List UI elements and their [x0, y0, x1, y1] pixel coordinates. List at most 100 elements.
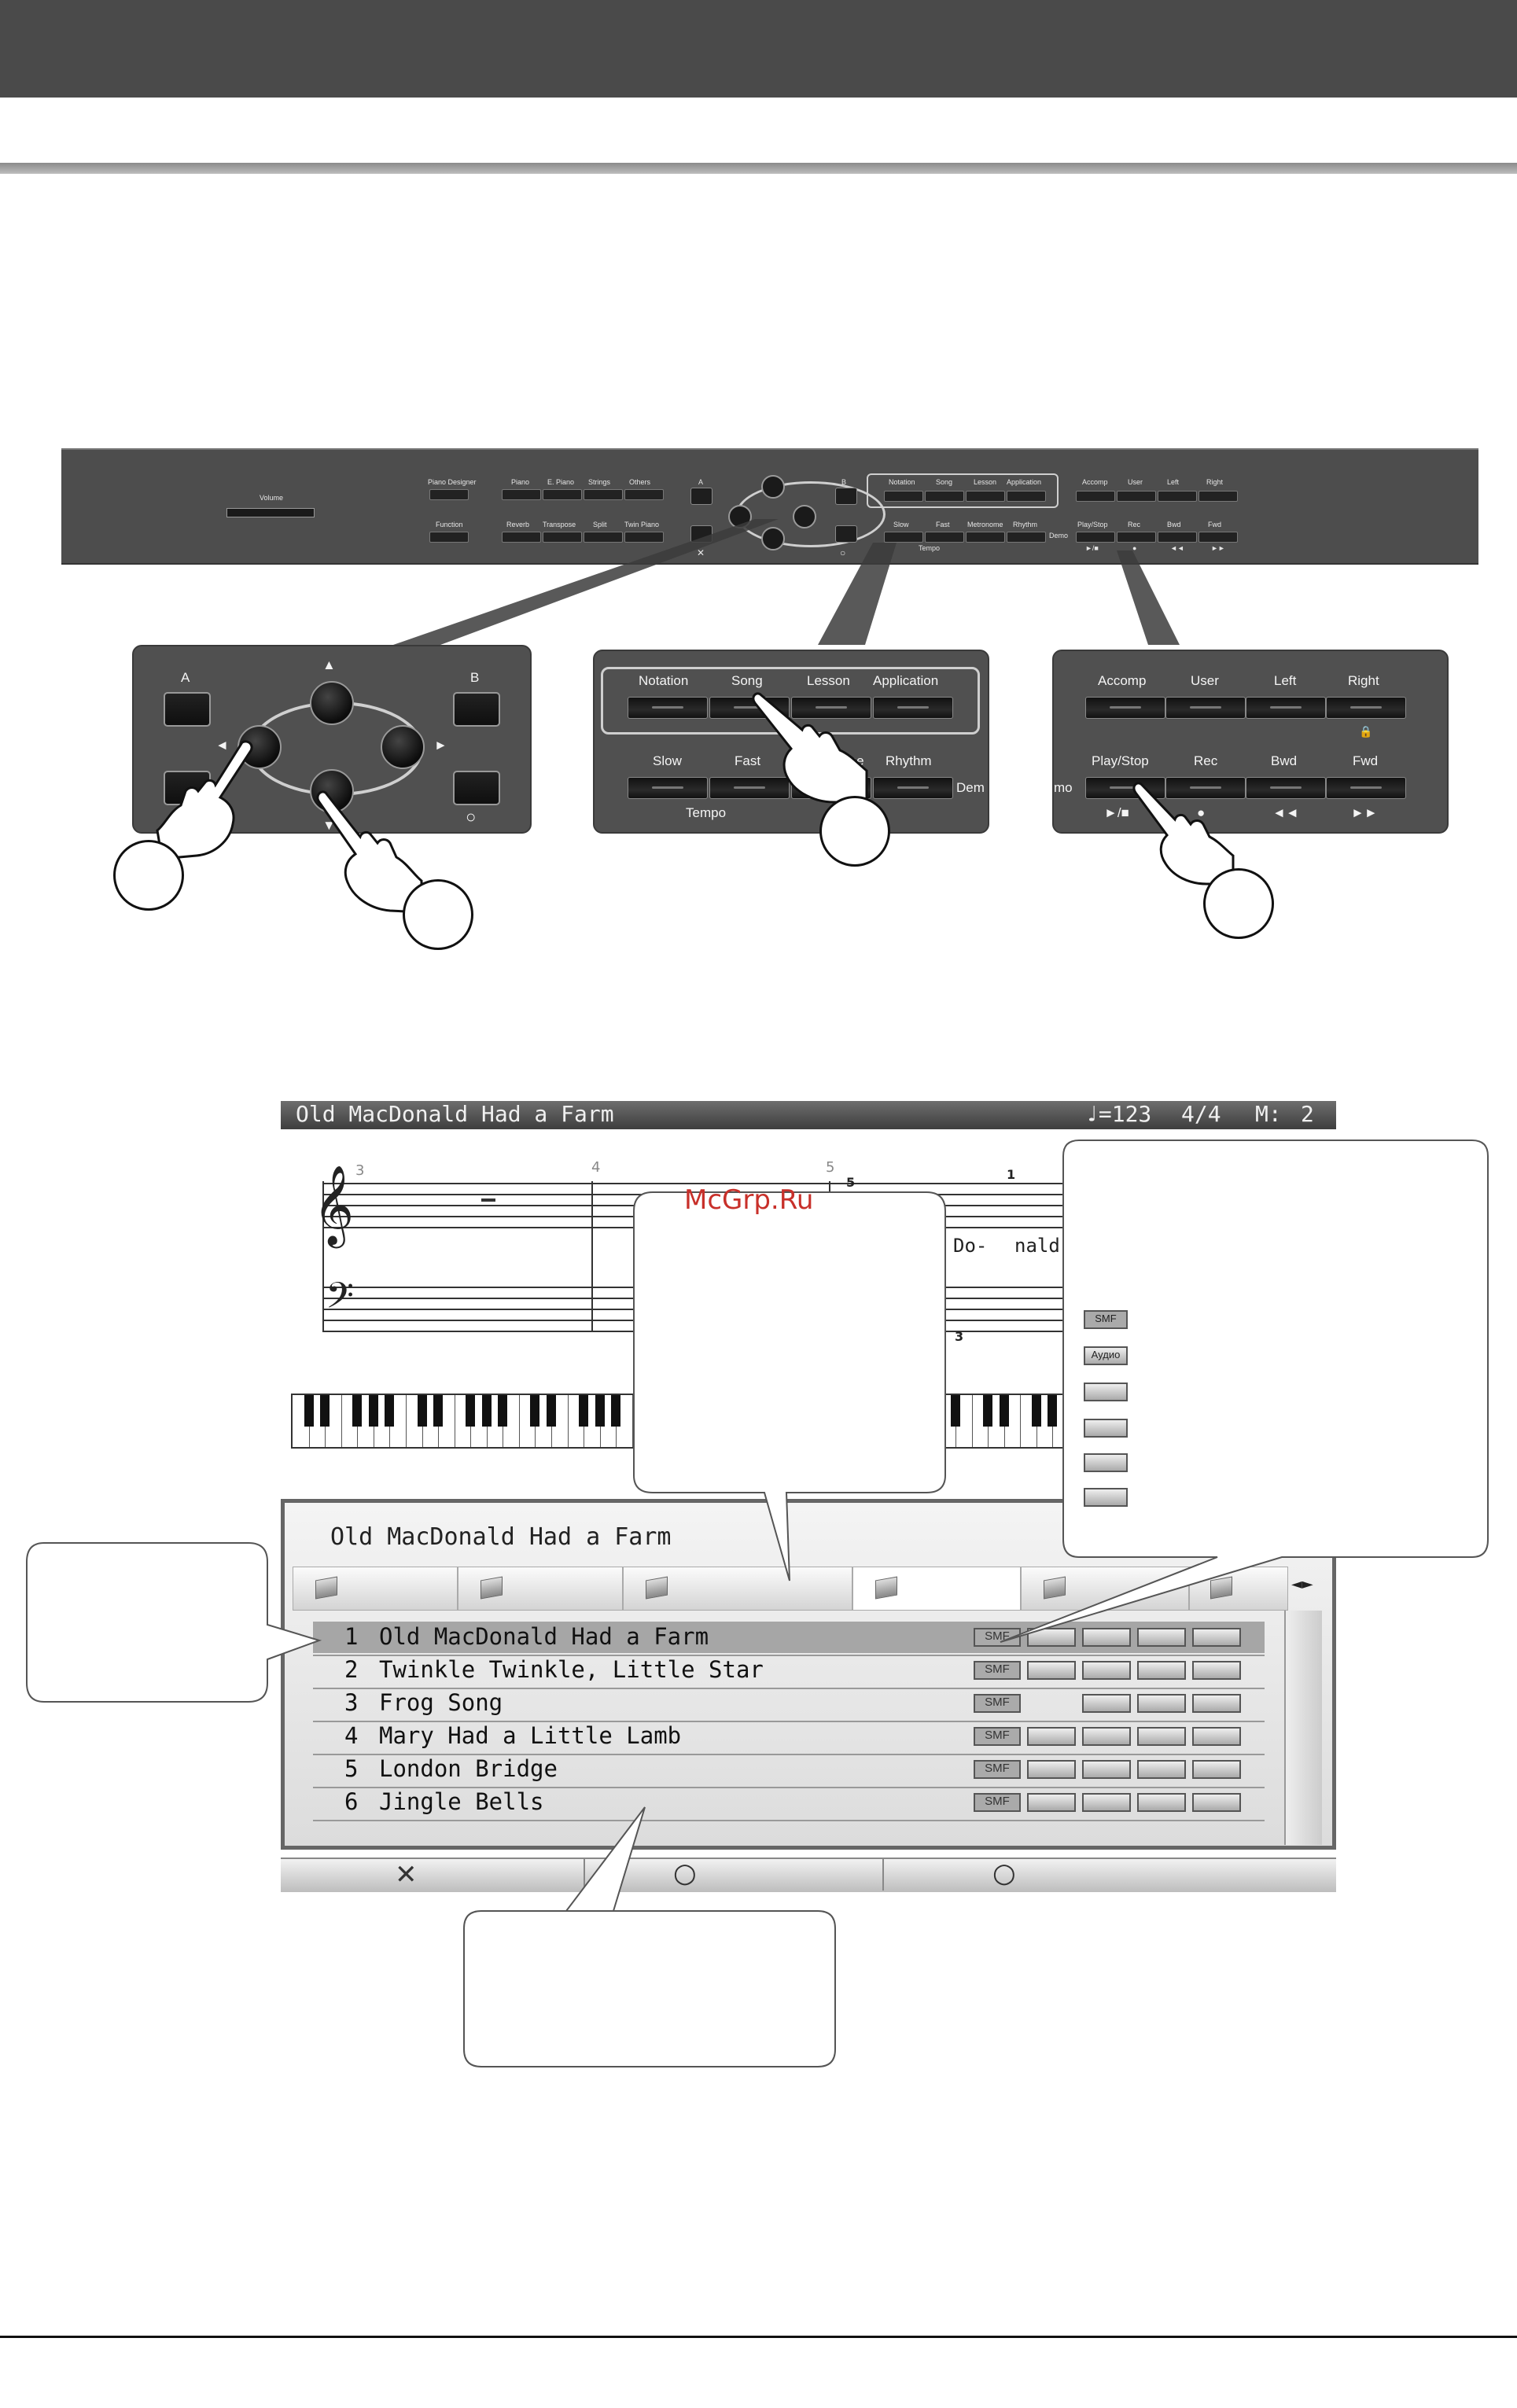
part-indicator — [1082, 1760, 1131, 1779]
zoom-accomp-button[interactable] — [1085, 697, 1165, 719]
metronome-button[interactable] — [966, 532, 1005, 543]
transpose-button[interactable] — [543, 532, 582, 543]
song-number[interactable]: 1 — [344, 1623, 359, 1650]
zoom-a-button[interactable] — [164, 692, 211, 727]
zoom-up-button[interactable] — [310, 681, 354, 725]
panel-a-button[interactable] — [690, 488, 712, 505]
fwd-button[interactable] — [1199, 532, 1238, 543]
rec-button[interactable] — [1117, 532, 1156, 543]
tempo-readout: ♩=123 — [1085, 1101, 1152, 1127]
rhythm-button[interactable] — [1007, 532, 1046, 543]
zoom-slow-button[interactable] — [628, 777, 708, 799]
part-indicator — [1192, 1727, 1241, 1746]
piano-designer-button[interactable] — [429, 489, 469, 500]
zoom-user-button[interactable] — [1165, 697, 1246, 719]
zoom-notation-button[interactable] — [628, 697, 708, 719]
panel-right-button[interactable] — [793, 505, 816, 528]
white-key — [389, 1395, 407, 1447]
black-key — [304, 1395, 314, 1427]
song-title[interactable]: Twinkle Twinkle, Little Star — [379, 1656, 764, 1683]
zoom-application-button[interactable] — [873, 697, 953, 719]
fast-label: Fast — [936, 521, 950, 528]
fast-button[interactable] — [925, 532, 964, 543]
song-button[interactable] — [925, 491, 964, 502]
part-indicator — [1137, 1793, 1186, 1812]
header-band — [0, 0, 1517, 98]
part-indicator — [1082, 1694, 1131, 1713]
zoom-b-button[interactable] — [453, 692, 500, 727]
black-key — [385, 1395, 395, 1427]
reverb-button[interactable] — [502, 532, 541, 543]
application-button[interactable] — [1007, 491, 1046, 502]
panel-down-button[interactable] — [761, 527, 785, 550]
bwd-label: Bwd — [1167, 521, 1181, 528]
song-number[interactable]: 4 — [344, 1722, 359, 1749]
folder-tab[interactable] — [458, 1567, 623, 1611]
song-title[interactable]: Frog Song — [379, 1689, 503, 1716]
rec-label: Rec — [1128, 521, 1141, 528]
tone-piano-label: Piano — [511, 478, 530, 486]
lesson-label: Lesson — [974, 478, 997, 486]
panel-enter-button[interactable] — [835, 525, 857, 543]
list-scrollbar[interactable] — [1284, 1611, 1322, 1845]
panel-up-button[interactable] — [761, 475, 785, 499]
song-title[interactable]: Jingle Bells — [379, 1788, 544, 1815]
zoom-rec-button[interactable] — [1165, 777, 1246, 799]
zoom-lesson-button[interactable] — [791, 697, 871, 719]
black-key — [433, 1395, 444, 1427]
lesson-button[interactable] — [966, 491, 1005, 502]
metronome-label: Metronome — [967, 521, 1003, 528]
volume-slider[interactable] — [226, 508, 315, 517]
notation-button[interactable] — [884, 491, 923, 502]
slow-button[interactable] — [884, 532, 923, 543]
folder-tab-selected[interactable] — [852, 1567, 1021, 1611]
cancel-icon[interactable]: ✕ — [395, 1859, 418, 1891]
accomp-button[interactable] — [1076, 491, 1115, 502]
bwd-button[interactable] — [1158, 532, 1197, 543]
song-number[interactable]: 5 — [344, 1755, 359, 1782]
play-stop-button[interactable] — [1076, 532, 1115, 543]
zoom-bwd-symbol: ◄◄ — [1272, 805, 1299, 820]
song-title[interactable]: Old MacDonald Had a Farm — [379, 1623, 709, 1650]
song-number[interactable]: 2 — [344, 1656, 359, 1683]
measure-label: M: — [1255, 1101, 1282, 1127]
right-button[interactable] — [1199, 491, 1238, 502]
zoom-left-button[interactable] — [1246, 697, 1326, 719]
hand-pointer-icon — [156, 740, 253, 860]
tone-piano-button[interactable] — [502, 489, 541, 500]
zoom-bwd-button[interactable] — [1246, 777, 1326, 799]
function-button[interactable] — [429, 532, 469, 543]
zoom-song-label: Song — [731, 673, 763, 688]
zoom-rhythm-button[interactable] — [873, 777, 953, 799]
tone-epiano-button[interactable] — [543, 489, 582, 500]
zoom-enter-button[interactable] — [453, 771, 500, 805]
tone-strings-button[interactable] — [584, 489, 623, 500]
song-title[interactable]: London Bridge — [379, 1755, 558, 1782]
bass-clef-icon: 𝄢 — [326, 1275, 355, 1326]
zoom-a-label: A — [181, 670, 190, 685]
zoom-right-button[interactable] — [381, 725, 425, 769]
song-title[interactable]: Mary Had a Little Lamb — [379, 1722, 682, 1749]
ok-icon[interactable]: ○ — [992, 1858, 1016, 1889]
zoom-fast-button[interactable] — [709, 777, 790, 799]
split-button[interactable] — [584, 532, 623, 543]
twin-piano-button[interactable] — [624, 532, 664, 543]
left-button[interactable] — [1158, 491, 1197, 502]
panel-b-button[interactable] — [835, 488, 857, 505]
song-number[interactable]: 6 — [344, 1788, 359, 1815]
zoom-right-button[interactable] — [1326, 697, 1406, 719]
tab-scroll-arrows[interactable]: ◄► — [1291, 1576, 1313, 1592]
black-key — [611, 1395, 621, 1427]
function-label: Function — [436, 521, 463, 528]
folder-tab[interactable] — [293, 1567, 458, 1611]
part-indicator — [1137, 1727, 1186, 1746]
tone-others-button[interactable] — [624, 489, 664, 500]
folder-tab[interactable] — [623, 1567, 852, 1611]
black-key — [579, 1395, 589, 1427]
zoom-fwd-button[interactable] — [1326, 777, 1406, 799]
ok-icon[interactable]: ○ — [673, 1858, 697, 1889]
white-key — [438, 1395, 455, 1447]
fingering-number: 3 — [955, 1329, 964, 1344]
user-button[interactable] — [1117, 491, 1156, 502]
song-number[interactable]: 3 — [344, 1689, 359, 1716]
